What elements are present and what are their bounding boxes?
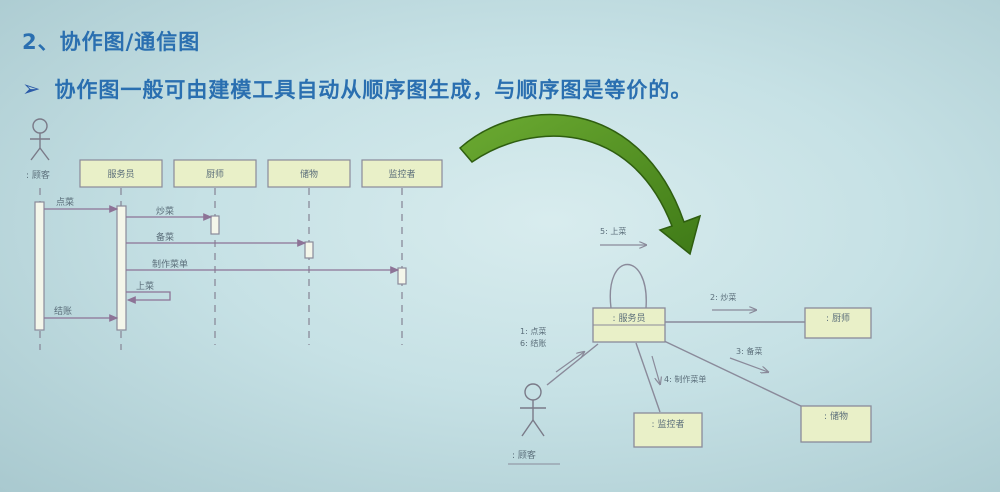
collab-message-arrows — [555, 245, 768, 384]
collab-msg-self: 5: 上菜 — [600, 226, 626, 236]
collab-links — [546, 264, 806, 413]
seq-lifelines — [39, 188, 403, 350]
arrow-bullet-icon: ➢ — [22, 76, 41, 102]
seq-lifeline-waiter: 服务员 — [107, 168, 134, 180]
collab-object-monitor: : 监控者 — [633, 412, 703, 448]
seq-msg-order: 点菜 — [56, 196, 74, 208]
bullet-text: 协作图一般可由建模工具自动从顺序图生成，与顺序图是等价的。 — [54, 78, 693, 102]
collab-actor-icon — [520, 383, 546, 437]
seq-msg-serve: 上菜 — [136, 280, 154, 292]
seq-activations — [34, 201, 407, 331]
collab-msg-chef: 2: 炒菜 — [710, 292, 736, 302]
seq-msg-pay: 结账 — [54, 305, 72, 317]
seq-lifeline-monitor: 监控者 — [388, 168, 415, 180]
seq-msg-menu: 制作菜单 — [152, 258, 188, 270]
seq-actor-icon — [30, 118, 50, 161]
seq-lifeline-chef: 厨师 — [206, 168, 224, 180]
collab-object-chef: : 厨师 — [804, 307, 872, 339]
collab-object-storage: : 储物 — [800, 405, 872, 443]
seq-msg-cook: 炒菜 — [156, 205, 174, 217]
collab-msg-pay: 6: 结账 — [520, 338, 546, 348]
collab-object-chef-label: : 厨师 — [826, 312, 850, 324]
collab-msg-monitor: 4: 制作菜单 — [664, 374, 706, 384]
seq-lifeline-storage: 储物 — [300, 168, 318, 180]
collab-msg-storage: 3: 备菜 — [736, 346, 762, 356]
curved-green-arrow-icon — [458, 113, 702, 256]
collab-object-monitor-label: : 监控者 — [652, 418, 685, 430]
seq-msg-prepare: 备菜 — [156, 231, 174, 243]
seq-lifeline-boxes — [79, 159, 443, 188]
slide-heading: 2、协作图/通信图 — [22, 30, 201, 54]
collab-actor-label: : 顾客 — [512, 449, 536, 461]
collab-msg-order: 1: 点菜 — [520, 326, 546, 336]
collab-object-waiter-label: : 服务员 — [613, 312, 646, 324]
collab-object-waiter: : 服务员 — [592, 307, 666, 343]
bullet-row: ➢ 协作图一般可由建模工具自动从顺序图生成，与顺序图是等价的。 — [22, 74, 692, 104]
collab-object-storage-label: : 储物 — [824, 410, 848, 422]
seq-actor-label: : 顾客 — [26, 169, 50, 181]
seq-messages — [44, 205, 400, 322]
